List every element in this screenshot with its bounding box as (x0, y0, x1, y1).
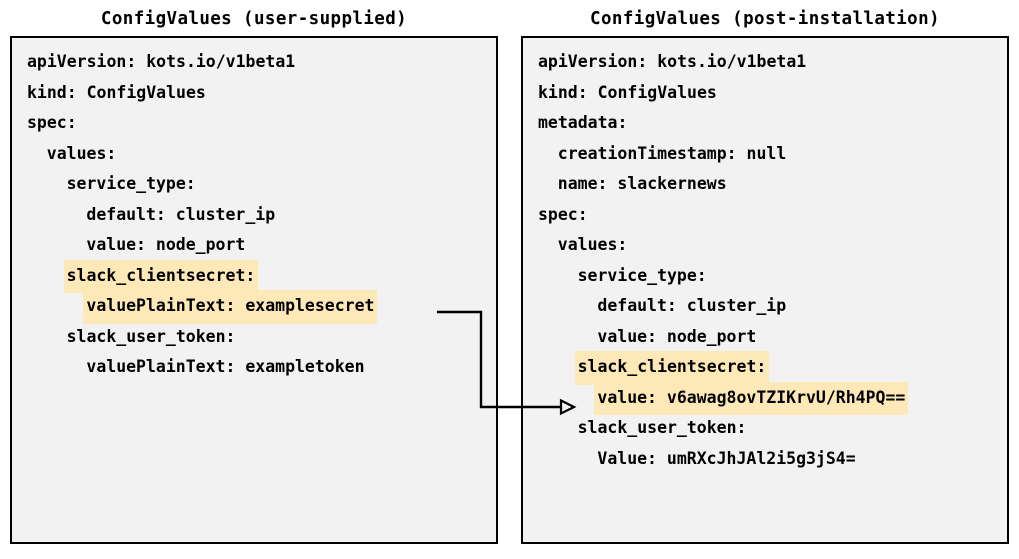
panel-title-user-supplied: ConfigValues (user-supplied) (100, 9, 408, 29)
yaml-line: values: (523, 229, 1007, 260)
yaml-line-text: apiVersion: kots.io/v1beta1 (538, 52, 807, 71)
yaml-line: slack_clientsecret: (12, 259, 496, 293)
yaml-line-text: slack_user_token: (66, 326, 236, 346)
yaml-line: spec: (523, 199, 1007, 230)
yaml-line: kind: ConfigValues (523, 77, 1007, 108)
yaml-line-text: kind: ConfigValues (538, 82, 717, 102)
yaml-line: valuePlainText: exampletoken (12, 351, 496, 382)
yaml-line-text: values: (46, 143, 117, 163)
yaml-line-text: service_type: (577, 265, 707, 285)
yaml-line-text: value: node_port (86, 235, 246, 254)
yaml-line: Value: umRXcJhJAl2i5g3jS4= (523, 443, 1007, 474)
yaml-line: values: (12, 138, 496, 169)
yaml-line-text: creationTimestamp: null (557, 143, 787, 163)
yaml-panel-user-supplied: apiVersion: kots.io/v1beta1 kind: ConfigV… (10, 36, 498, 544)
yaml-line: default: cluster_ip (523, 290, 1007, 321)
yaml-line-text: default: cluster_ip (597, 296, 787, 315)
yaml-line-text: kind: ConfigValues (27, 82, 206, 102)
yaml-line-text: default: cluster_ip (86, 204, 276, 224)
yaml-line-list: apiVersion: kots.io/v1beta1 kind: ConfigV… (523, 38, 1007, 542)
yaml-line-text: service_type: (66, 174, 196, 193)
yaml-line: service_type: (523, 260, 1007, 291)
yaml-line-text: Value: umRXcJhJAl2i5g3jS4= (597, 448, 856, 468)
yaml-line: creationTimestamp: null (523, 138, 1007, 169)
yaml-line: default: cluster_ip (12, 199, 496, 230)
panel-title-post-installation: ConfigValues (post-installation) (590, 9, 940, 29)
yaml-line-text: valuePlainText: examplesecret (83, 290, 378, 324)
yaml-line-text: metadata: (538, 113, 628, 132)
yaml-line-text: valuePlainText: exampletoken (86, 357, 365, 376)
yaml-line-text: spec: (27, 113, 77, 132)
yaml-line: value: node_port (12, 229, 496, 260)
yaml-panel-post-installation: apiVersion: kots.io/v1beta1 kind: ConfigV… (521, 36, 1009, 544)
yaml-line-list: apiVersion: kots.io/v1beta1 kind: ConfigV… (12, 38, 496, 542)
yaml-line: service_type: (12, 168, 496, 199)
yaml-line: slack_clientsecret: (523, 351, 1007, 385)
yaml-line-text: slack_clientsecret: (574, 351, 770, 385)
yaml-line-text: slack_user_token: (577, 418, 747, 437)
yaml-line: value: v6awag8ovTZIKrvU/Rh4PQ== (523, 381, 1007, 415)
yaml-line: kind: ConfigValues (12, 77, 496, 108)
yaml-line-text: name: slackernews (557, 174, 727, 193)
yaml-line-text: value: node_port (597, 326, 757, 346)
yaml-line: metadata: (523, 107, 1007, 138)
yaml-line: name: slackernews (523, 168, 1007, 199)
yaml-line: apiVersion: kots.io/v1beta1 (12, 46, 496, 77)
yaml-line-text: apiVersion: kots.io/v1beta1 (27, 52, 296, 71)
yaml-line: slack_user_token: (523, 412, 1007, 443)
yaml-line: valuePlainText: examplesecret (12, 290, 496, 324)
yaml-line: apiVersion: kots.io/v1beta1 (523, 46, 1007, 77)
yaml-line-text: slack_clientsecret: (63, 259, 259, 293)
yaml-line-text: value: v6awag8ovTZIKrvU/Rh4PQ== (594, 381, 909, 415)
yaml-line-text: values: (557, 235, 628, 254)
yaml-line: value: node_port (523, 321, 1007, 352)
yaml-line: slack_user_token: (12, 321, 496, 352)
yaml-line-text: spec: (538, 204, 588, 224)
yaml-line: spec: (12, 107, 496, 138)
